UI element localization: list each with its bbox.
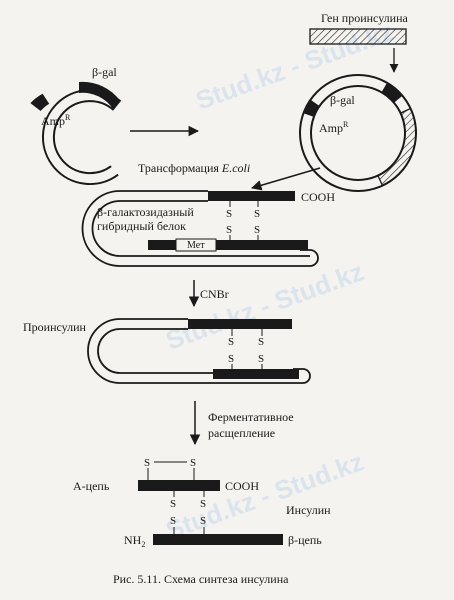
sulfur-label: S <box>144 457 150 469</box>
beta-gal-label-left: β-gal <box>92 65 117 79</box>
sulfur-label: S <box>190 457 196 469</box>
sulfur-label: S <box>170 498 176 510</box>
enzymatic-label-1: Ферментативное <box>208 410 294 424</box>
cnbr-label: CNBr <box>200 287 229 301</box>
proinsulin-label: Проинсулин <box>23 320 87 334</box>
figure-caption: Рис. 5.11. Схема синтеза инсулина <box>113 572 289 586</box>
sulfur-label: S <box>228 336 234 348</box>
sulfur-label: S <box>254 224 260 236</box>
insulin-structure: S S S S S S <box>138 457 283 545</box>
proinsulin-b-chain-part <box>188 319 292 329</box>
hybrid-protein-label-1: β-галактозидазный <box>97 205 194 219</box>
b-chain-label: β-цепь <box>288 533 322 547</box>
a-chain-bar <box>138 480 220 491</box>
cooh-top-label: COOH <box>301 190 335 204</box>
met-label: Мет <box>187 240 205 251</box>
proinsulin-gene-label: Ген проинсулина <box>321 11 409 25</box>
b-chain-bar <box>153 534 283 545</box>
sulfur-label: S <box>228 353 234 365</box>
enzymatic-label-2: расщепление <box>208 426 275 440</box>
sulfur-label: S <box>200 515 206 527</box>
proinsulin-segment-bottom <box>148 240 308 250</box>
transformation-arrow <box>250 167 321 191</box>
hybrid-protein-label-2: гибридный белок <box>97 219 186 233</box>
disulfide-bridges-hybrid: S S S S <box>226 201 260 240</box>
beta-gal-segment-right <box>381 82 403 103</box>
proinsulin-segment-top <box>208 191 295 201</box>
watermark: Stud.kz - Stud.kz Stud.kz - Stud.kz Stud… <box>162 16 398 545</box>
proinsulin-gene-box <box>309 28 407 45</box>
inserted-gene-segment <box>377 107 417 187</box>
beta-gal-label-right: β-gal <box>330 93 355 107</box>
sulfur-label: S <box>258 336 264 348</box>
met-box <box>175 238 217 252</box>
sulfur-label: S <box>254 208 260 220</box>
sulfur-label: S <box>258 353 264 365</box>
nh2-label: NH2 <box>124 533 145 549</box>
disulfide-bridges-proinsulin: S S S S <box>228 329 264 369</box>
beta-gal-segment-left <box>79 81 121 110</box>
recombinant-plasmid <box>299 74 417 192</box>
insulin-label: Инсулин <box>286 503 331 517</box>
amp-marker-right <box>303 99 320 117</box>
watermark-text-2: Stud.kz - Stud.kz <box>162 256 368 355</box>
vector-plasmid <box>30 81 122 186</box>
transformation-label: Трансформация E.coli <box>138 161 250 175</box>
hybrid-protein <box>81 190 319 267</box>
amp-marker-left <box>30 93 50 111</box>
amp-label-right: AmpR <box>319 120 349 135</box>
sulfur-label: S <box>170 515 176 527</box>
sulfur-label: S <box>226 224 232 236</box>
proinsulin-structure <box>87 318 311 384</box>
cooh-bottom-label: COOH <box>225 479 259 493</box>
amp-label-left: AmpR <box>41 113 71 128</box>
sulfur-label: S <box>226 208 232 220</box>
sulfur-label: S <box>200 498 206 510</box>
a-chain-label: А-цепь <box>73 479 110 493</box>
proinsulin-a-chain-part <box>213 369 299 379</box>
